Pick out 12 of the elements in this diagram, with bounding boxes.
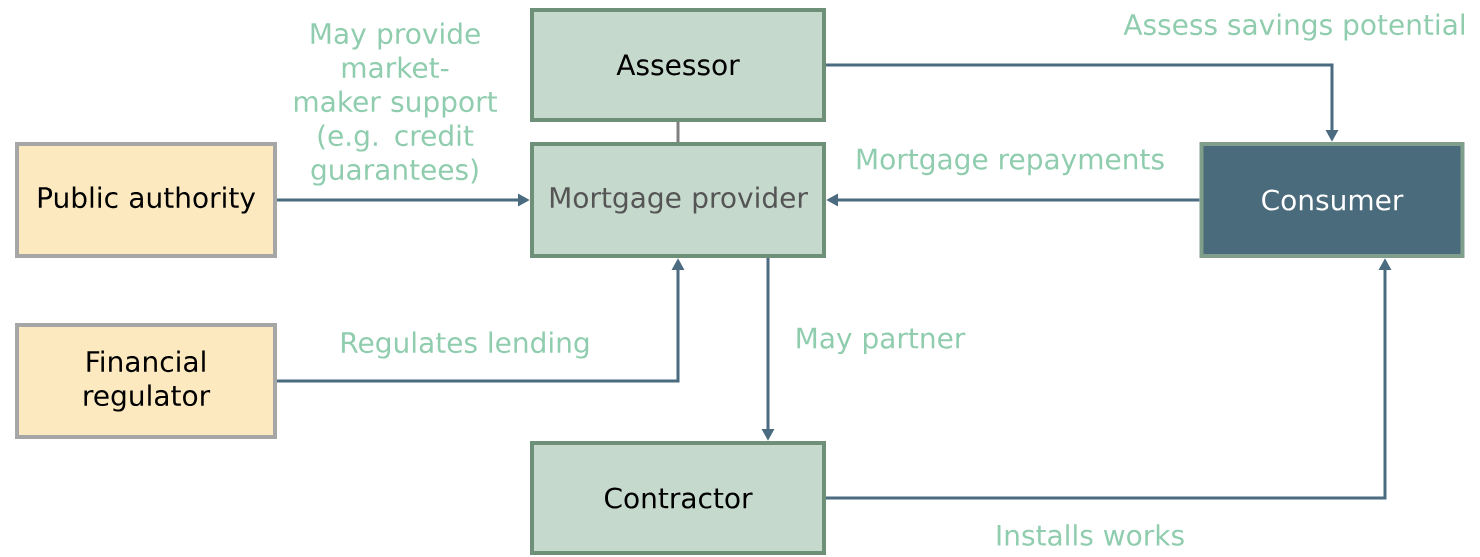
process-box: Consumer xyxy=(1199,142,1465,258)
process-box: Assessor xyxy=(530,8,826,122)
edge-label: May provide market-maker support (e.g. credit guarantees) xyxy=(283,20,507,188)
process-box: Mortgage provider xyxy=(530,142,826,258)
edge-label: May partner xyxy=(792,325,968,357)
edge-label: Regulates lending xyxy=(337,329,593,361)
edge-label: Installs works xyxy=(992,522,1188,548)
process-box: Financial regulator xyxy=(15,323,277,439)
process-box: Public authority xyxy=(15,142,277,258)
process-box: Contractor xyxy=(530,441,826,555)
edge-label: Assess savings potential xyxy=(1121,11,1469,43)
edge-label: Mortgage repayments xyxy=(853,146,1167,178)
